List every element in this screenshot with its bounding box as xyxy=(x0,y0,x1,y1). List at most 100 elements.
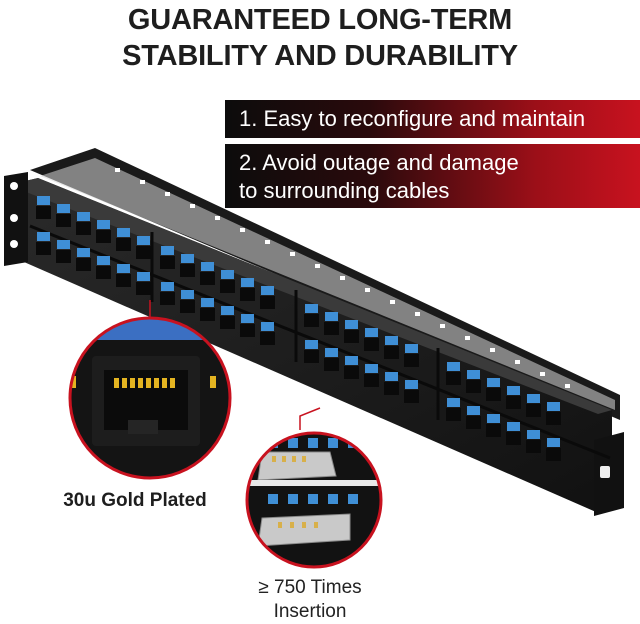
rear-bar-slots xyxy=(115,168,570,388)
port-label-tab xyxy=(305,340,318,349)
port-jack xyxy=(384,382,399,395)
port-label-tab xyxy=(77,248,90,257)
feature-2-line-2: to surrounding cables xyxy=(239,178,450,203)
port-label-tab xyxy=(325,348,338,357)
port-jack xyxy=(76,258,91,271)
port-jack xyxy=(260,296,275,309)
port-jack xyxy=(364,374,379,387)
headline: GUARANTEED LONG-TERM STABILITY AND DURAB… xyxy=(0,2,640,74)
port-jack xyxy=(56,214,71,227)
port-jack xyxy=(526,440,541,453)
port-label-tab xyxy=(117,228,130,237)
port-jack xyxy=(486,388,501,401)
port-label-tab xyxy=(137,272,150,281)
port-jack xyxy=(404,390,419,403)
headline-line-2: STABILITY AND DURABILITY xyxy=(122,40,518,72)
feature-2-line-1: 2. Avoid outage and damage xyxy=(239,150,519,175)
port-label-tab xyxy=(37,196,50,205)
port-jack xyxy=(344,330,359,343)
port-jack xyxy=(324,358,339,371)
port-label-tab xyxy=(97,220,110,229)
port-label-tab xyxy=(137,236,150,245)
port-label-tab xyxy=(487,414,500,423)
port-jack xyxy=(96,266,111,279)
port-label-tab xyxy=(305,304,318,313)
port-jack xyxy=(446,408,461,421)
port-label-tab xyxy=(345,356,358,365)
port-label-tab xyxy=(365,328,378,337)
port-jack xyxy=(384,346,399,359)
port-label-tab xyxy=(201,298,214,307)
port-jack xyxy=(344,366,359,379)
port-label-tab xyxy=(241,314,254,323)
port-label-tab xyxy=(547,438,560,447)
port-jack xyxy=(466,380,481,393)
port-label-tab xyxy=(507,386,520,395)
port-jack xyxy=(36,206,51,219)
port-label-tab xyxy=(221,270,234,279)
feature-1-text: 1. Easy to reconfigure and maintain xyxy=(239,106,586,131)
port-label-tab xyxy=(181,290,194,299)
port-jack xyxy=(116,238,131,251)
port-label-tab xyxy=(57,240,70,249)
port-label-tab xyxy=(97,256,110,265)
port-label-tab xyxy=(241,278,254,287)
port-label-tab xyxy=(261,286,274,295)
port-jack xyxy=(116,274,131,287)
port-jack xyxy=(96,230,111,243)
gold-contacts-zoom xyxy=(70,318,230,478)
feature-banner-1: 1. Easy to reconfigure and maintain xyxy=(225,100,640,138)
port-label-tab xyxy=(447,398,460,407)
port-label-tab xyxy=(487,378,500,387)
port-label-tab xyxy=(385,336,398,345)
port-jack xyxy=(486,424,501,437)
port-jack xyxy=(200,272,215,285)
port-jack xyxy=(304,350,319,363)
port-jack xyxy=(446,372,461,385)
port-jack xyxy=(526,404,541,417)
insertion-caption: ≥ 750 Times Insertion xyxy=(240,576,380,624)
port-label-tab xyxy=(385,372,398,381)
port-jack xyxy=(546,412,561,425)
port-label-tab xyxy=(117,264,130,273)
port-label-tab xyxy=(261,322,274,331)
port-label-tab xyxy=(201,262,214,271)
port-label-tab xyxy=(467,406,480,415)
port-label-tab xyxy=(467,370,480,379)
feature-banner-2: 2. Avoid outage and damage to surroundin… xyxy=(225,144,640,208)
keystone-ports xyxy=(36,196,561,461)
port-jack xyxy=(364,338,379,351)
gold-plated-caption: 30u Gold Plated xyxy=(63,490,207,511)
port-label-tab xyxy=(181,254,194,263)
port-jack xyxy=(136,246,151,259)
port-label-tab xyxy=(365,364,378,373)
port-label-tab xyxy=(547,402,560,411)
insertion-caption-line-1: ≥ 750 Times xyxy=(258,577,362,598)
port-label-tab xyxy=(161,246,174,255)
port-jack xyxy=(404,354,419,367)
port-jack xyxy=(220,280,235,293)
port-jack xyxy=(180,264,195,277)
port-jack xyxy=(220,316,235,329)
port-jack xyxy=(324,322,339,335)
port-label-tab xyxy=(325,312,338,321)
port-jack xyxy=(136,282,151,295)
port-jack xyxy=(466,416,481,429)
port-jack xyxy=(546,448,561,461)
port-label-tab xyxy=(161,282,174,291)
port-jack xyxy=(240,324,255,337)
port-jack xyxy=(36,242,51,255)
port-jack xyxy=(76,222,91,235)
port-label-tab xyxy=(37,232,50,241)
port-label-tab xyxy=(447,362,460,371)
port-label-tab xyxy=(57,204,70,213)
port-label-tab xyxy=(405,344,418,353)
port-label-tab xyxy=(345,320,358,329)
port-jack xyxy=(200,308,215,321)
port-jack xyxy=(160,256,175,269)
insertion-zoom xyxy=(247,433,381,567)
port-jack xyxy=(506,396,521,409)
port-jack xyxy=(260,332,275,345)
port-jack xyxy=(180,300,195,313)
